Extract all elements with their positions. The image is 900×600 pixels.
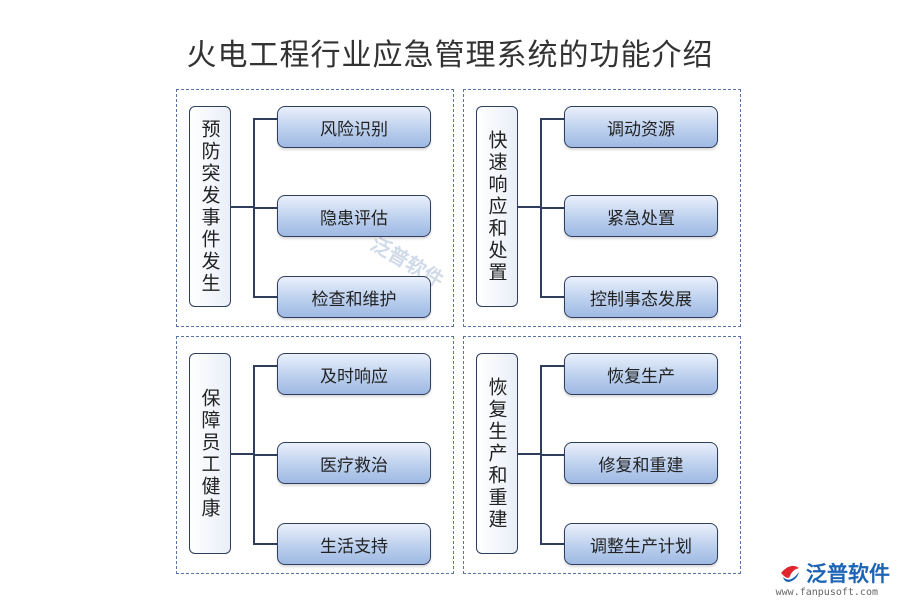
brand-logo: 泛普软件: [778, 558, 890, 588]
function-item: 风险识别: [277, 106, 431, 148]
function-item: 及时响应: [277, 353, 431, 395]
brand-name: 泛普软件: [806, 562, 890, 586]
connector: [253, 118, 277, 120]
function-item: 生活支持: [277, 523, 431, 565]
connector: [518, 206, 540, 208]
brand-url: www.fanpusoft.com: [775, 587, 878, 598]
connector: [518, 453, 540, 455]
section-label-response: 快速响应和处置: [476, 106, 518, 307]
section-panel-recovery: [463, 336, 741, 574]
section-panel-response: [463, 89, 741, 327]
connector: [540, 365, 564, 367]
connector: [231, 453, 253, 455]
connector: [253, 207, 277, 209]
connector: [253, 543, 277, 545]
function-item: 检查和维护: [277, 276, 431, 318]
section-panel-prevention: [176, 89, 454, 327]
connector: [540, 118, 564, 120]
connector: [231, 206, 253, 208]
connector: [540, 543, 564, 545]
function-item: 调整生产计划: [564, 523, 718, 565]
section-label-prevention: 预防突发事件发生: [189, 106, 231, 307]
function-item: 控制事态发展: [564, 276, 718, 318]
function-item: 调动资源: [564, 106, 718, 148]
connector: [540, 207, 564, 209]
function-item: 紧急处置: [564, 195, 718, 237]
function-item: 修复和重建: [564, 442, 718, 484]
section-panel-health: [176, 336, 454, 574]
connector: [253, 454, 277, 456]
connector: [540, 454, 564, 456]
connector: [253, 365, 277, 367]
connector: [253, 296, 277, 298]
section-label-health: 保障员工健康: [189, 353, 231, 554]
brand-logo-icon: [781, 565, 799, 582]
section-label-recovery: 恢复生产和重建: [476, 353, 518, 554]
function-item: 恢复生产: [564, 353, 718, 395]
diagram-title: 火电工程行业应急管理系统的功能介绍: [186, 38, 714, 73]
function-item: 隐患评估: [277, 195, 431, 237]
connector: [540, 296, 564, 298]
function-item: 医疗救治: [277, 442, 431, 484]
